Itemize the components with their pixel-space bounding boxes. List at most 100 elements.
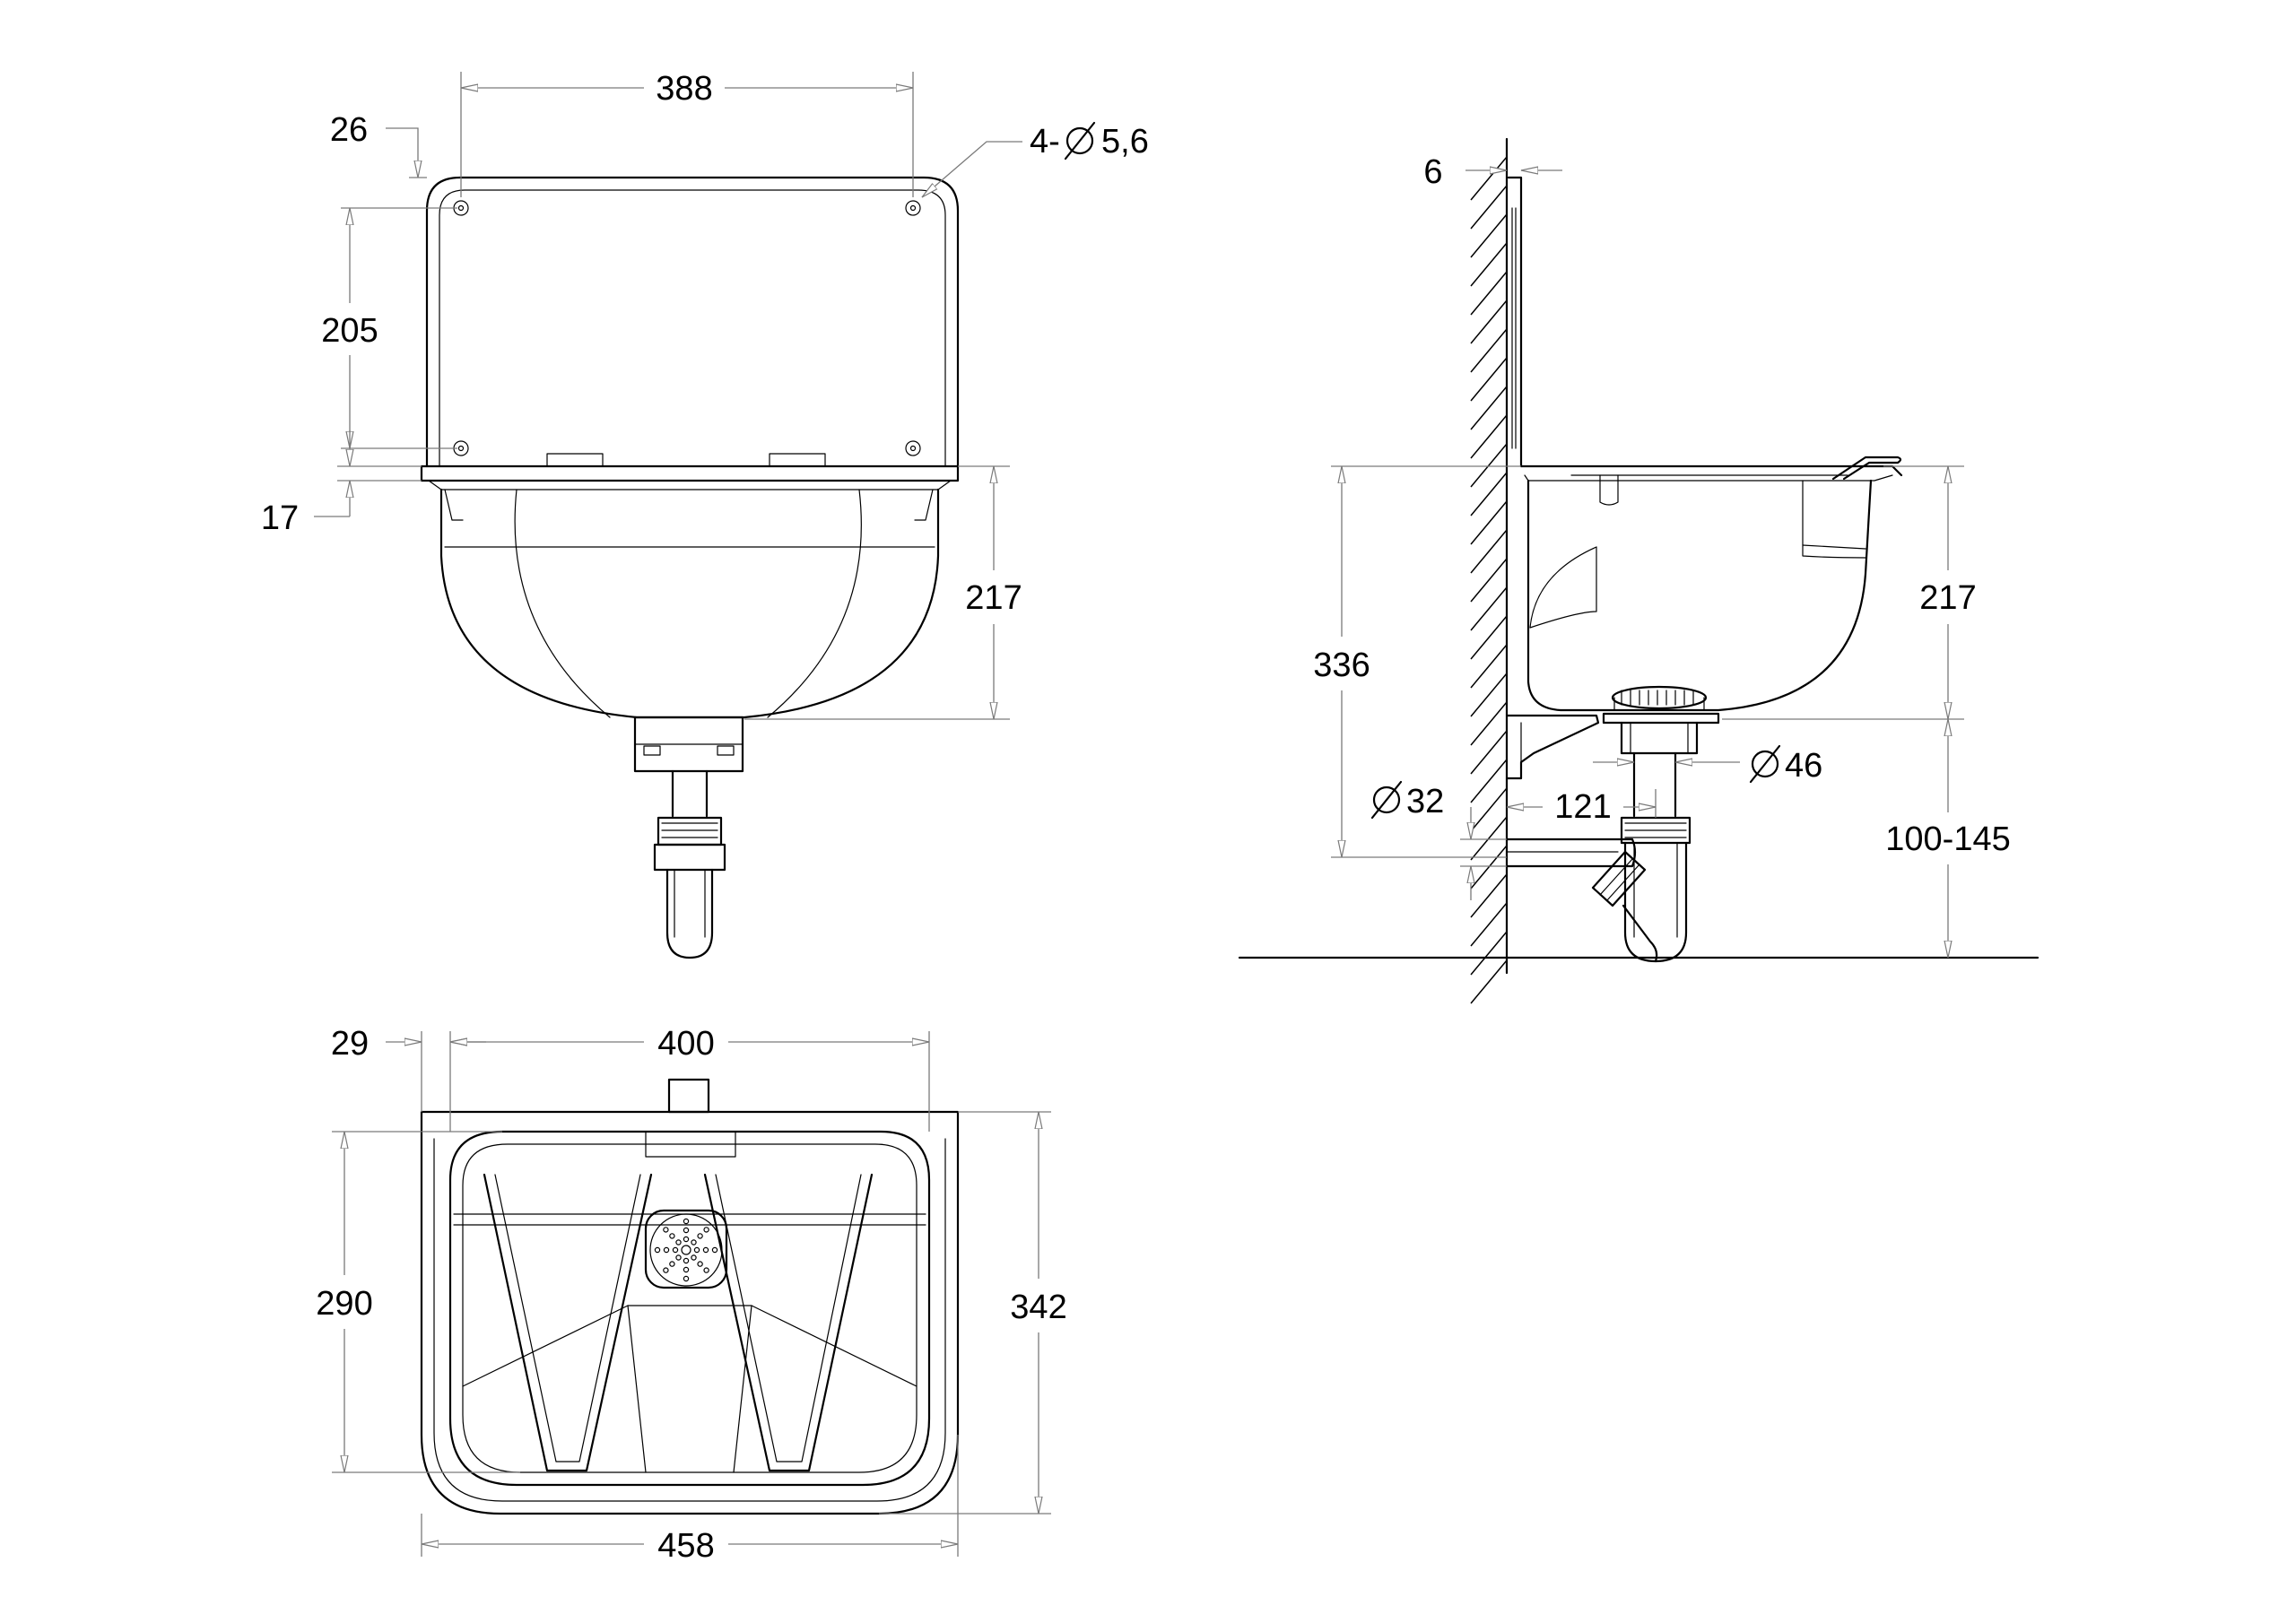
strainer-hole	[711, 1246, 718, 1254]
side-view: 6 336 217 100-145	[1238, 137, 2039, 1004]
bar-handle	[1831, 456, 1902, 481]
dim-290-label: 290	[316, 1285, 372, 1323]
dim-holes-dia: 5,6	[1101, 123, 1149, 161]
strainer-hole	[697, 1261, 703, 1267]
front-siphon	[633, 716, 744, 959]
wire-rack	[483, 1173, 874, 1472]
bowl-outline	[439, 488, 940, 719]
dim-336: 336	[1313, 465, 1521, 858]
backsplash-outline	[425, 176, 960, 468]
top-view: 29 400 290 342	[316, 1025, 1066, 1565]
strainer-hole	[683, 1227, 690, 1234]
dim-holes-count: 4-	[1030, 123, 1060, 161]
dim-388-label: 388	[656, 70, 712, 108]
dim-26-label: 26	[330, 111, 368, 149]
dim-121-label: 121	[1554, 788, 1611, 826]
dim-121: 121	[1507, 788, 1657, 826]
dim-217-front: 217	[744, 465, 1022, 720]
hatch-line	[1470, 845, 1508, 890]
hatch-line	[1470, 673, 1508, 717]
dim-400-label: 400	[657, 1025, 714, 1063]
hatch-line	[1470, 500, 1508, 545]
dim-458-label: 458	[657, 1527, 714, 1565]
dim-holes: 4- 5,6	[922, 121, 1149, 197]
hatch-line	[1470, 156, 1508, 201]
strainer-hole	[703, 1227, 709, 1233]
dim-336-label: 336	[1313, 647, 1370, 684]
strainer-hole	[683, 1275, 690, 1282]
hatch-line	[1470, 443, 1508, 488]
hatch-line	[1470, 529, 1508, 574]
hatch-line	[1470, 472, 1508, 516]
drain-strainer	[644, 1209, 728, 1289]
strainer-hole	[663, 1267, 669, 1273]
hatch-line	[1470, 902, 1508, 947]
dim-217-front-label: 217	[965, 579, 1022, 617]
hatch-line	[1470, 759, 1508, 803]
dim-29: 29	[331, 1025, 486, 1132]
hatch-line	[1470, 558, 1508, 603]
hatch-line	[1470, 959, 1508, 1004]
strainer-hole	[683, 1257, 690, 1264]
strainer-hole	[697, 1233, 703, 1239]
strainer-hole	[663, 1246, 670, 1254]
hatch-line	[1470, 586, 1508, 631]
wall-hatching	[1470, 156, 1508, 1004]
dim-458: 458	[421, 1435, 959, 1565]
dim-32: 32	[1370, 780, 1507, 900]
strainer-hole	[672, 1246, 679, 1254]
dim-388: 388	[460, 70, 914, 197]
strainer-hole	[669, 1233, 675, 1239]
hatch-line	[1470, 873, 1508, 918]
strainer-hole	[703, 1267, 709, 1273]
dim-17-label: 17	[261, 499, 299, 537]
strainer-hole	[675, 1254, 682, 1261]
dim-6: 6	[1423, 153, 1562, 191]
top-inner-rim	[448, 1130, 931, 1487]
dim-46: 46	[1593, 744, 1822, 785]
front-rim	[420, 464, 960, 482]
dim-29-label: 29	[331, 1025, 369, 1063]
strainer-hole	[683, 1236, 690, 1243]
strainer-hole	[693, 1246, 700, 1254]
strainer-hole	[663, 1227, 669, 1233]
dim-342-label: 342	[1010, 1289, 1066, 1326]
dim-6-label: 6	[1423, 153, 1442, 191]
dim-342: 342	[879, 1111, 1067, 1515]
dim-100-145: 100-145	[1885, 719, 2011, 958]
dim-17: 17	[261, 430, 422, 537]
diameter-icon	[1751, 750, 1779, 778]
strainer-hole	[691, 1254, 697, 1261]
hatch-line	[1470, 644, 1508, 689]
strainer-hole	[683, 1218, 690, 1225]
dim-26: 26	[330, 111, 427, 178]
dim-32-label: 32	[1406, 783, 1444, 820]
dim-217-side: 217	[1722, 465, 1977, 720]
hatch-line	[1470, 816, 1508, 861]
strainer-hole	[702, 1246, 709, 1254]
mounting-holes	[453, 200, 921, 456]
dim-290: 290	[316, 1131, 520, 1473]
hatch-line	[1470, 299, 1508, 344]
diameter-icon	[1372, 785, 1401, 814]
strainer-hole	[691, 1239, 697, 1245]
hatch-line	[1470, 328, 1508, 373]
drain-stub	[667, 1078, 710, 1114]
hatch-line	[1470, 213, 1508, 258]
hatch-line	[1470, 701, 1508, 746]
hatch-line	[1470, 730, 1508, 775]
strainer-hole	[654, 1246, 661, 1254]
dim-217-side-label: 217	[1919, 579, 1976, 617]
top-outer-outline	[420, 1110, 960, 1515]
hatch-line	[1470, 414, 1508, 459]
strainer-hole	[675, 1239, 682, 1245]
hatch-line	[1470, 931, 1508, 976]
hatch-line	[1470, 357, 1508, 402]
front-view: 388 26 4- 5,6 205	[261, 70, 1149, 959]
dim-205-label: 205	[321, 312, 378, 350]
dim-100-145-label: 100-145	[1885, 820, 2010, 858]
hatch-line	[1470, 787, 1508, 832]
hatch-line	[1470, 185, 1508, 230]
dim-46-label: 46	[1785, 747, 1822, 785]
